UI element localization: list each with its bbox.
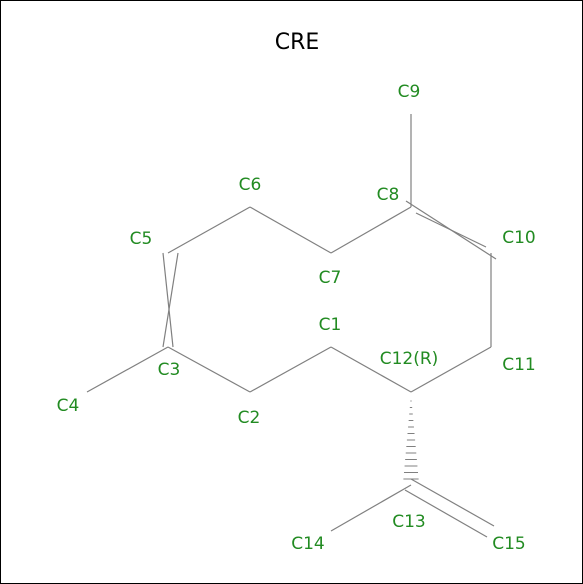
atom-label-c7: C7 xyxy=(319,268,342,288)
stereo-hash-wedge-c12-c13 xyxy=(403,400,419,480)
bond-c5-c6 xyxy=(167,206,251,254)
atom-label-c9: C9 xyxy=(398,82,421,102)
atom-label-c11: C11 xyxy=(502,355,536,375)
bond-c11-c12 xyxy=(410,346,492,393)
atom-label-c6: C6 xyxy=(239,175,262,195)
atom-label-c14: C14 xyxy=(291,534,325,554)
bond-c1-c2 xyxy=(249,346,332,393)
bond-c7-c8 xyxy=(330,206,412,254)
bond-c13-c15-b xyxy=(404,489,488,538)
atom-label-c10: C10 xyxy=(502,228,536,248)
bond-c8-c10-b xyxy=(415,212,487,248)
atom-label-c1: C1 xyxy=(319,315,342,335)
bond-c3-c4 xyxy=(86,346,169,393)
atom-label-layer: C1 C2 C3 C4 C5 C6 C7 C8 C9 C10 C11 C12(R… xyxy=(57,82,536,554)
atom-label-c13: C13 xyxy=(392,512,426,532)
bond-c3-c5-b xyxy=(162,252,174,348)
bond-c3-c5-a xyxy=(162,252,179,348)
atom-label-c2: C2 xyxy=(238,408,261,428)
atom-label-c3: C3 xyxy=(158,360,181,380)
atom-label-c5: C5 xyxy=(130,229,153,249)
bond-c6-c7 xyxy=(249,206,332,254)
molecule-title: CRE xyxy=(275,30,320,55)
atom-label-c12: C12(R) xyxy=(380,349,439,369)
atom-label-c8: C8 xyxy=(377,185,400,205)
bond-c13-c14 xyxy=(330,484,412,532)
bond-layer xyxy=(86,114,497,538)
atom-label-c15: C15 xyxy=(492,534,526,554)
atom-label-c4: C4 xyxy=(57,396,80,416)
bond-c12-c1 xyxy=(330,346,412,393)
bond-c13-c15-a xyxy=(410,478,495,527)
bond-c2-c3 xyxy=(167,346,251,393)
